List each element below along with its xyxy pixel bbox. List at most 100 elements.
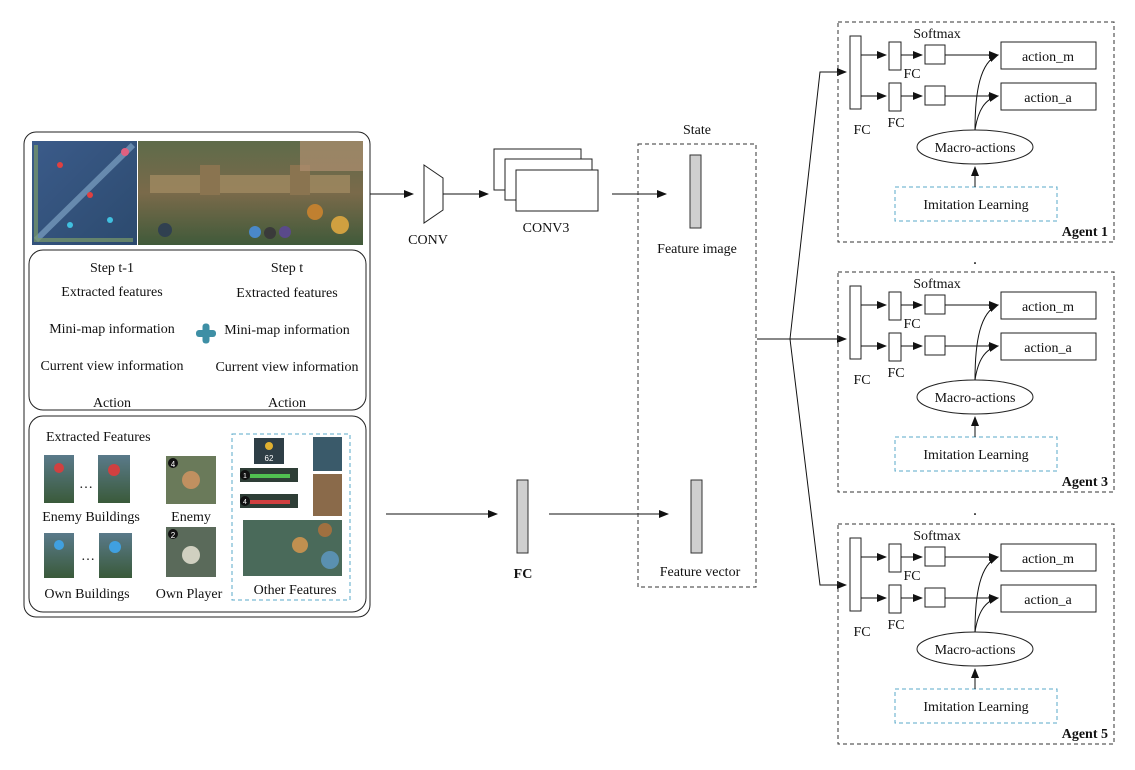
arrow-macro-to-action-a [974, 94, 999, 131]
enemy-buildings-label: Enemy Buildings [42, 510, 140, 525]
fc-label: FC [514, 567, 533, 582]
agent-fc-bottom-label: FC [887, 618, 904, 633]
agent-action-a-box [1000, 82, 1097, 111]
agent-macro-actions-label: Macro-actions [935, 391, 1016, 406]
agent-softmax-top-box [924, 546, 946, 567]
agent-imitation-box [894, 186, 1058, 222]
step-prev-title: Step t-1 [90, 261, 134, 276]
own-building-image-1 [44, 533, 74, 578]
conv-label: CONV [408, 233, 448, 248]
plus-icon [196, 323, 216, 344]
agent-imitation-label: Imitation Learning [923, 700, 1028, 715]
conv-block [423, 164, 444, 224]
other-features-label: Other Features [254, 583, 337, 598]
agent-fc-bar [849, 285, 862, 360]
agent-imitation-box [894, 436, 1058, 472]
other-feature-image-2 [313, 474, 342, 516]
feature-image-label: Feature image [657, 242, 737, 257]
own-player-label: Own Player [156, 587, 223, 602]
agent-fc-bottom-label: FC [887, 366, 904, 381]
agent-imitation-box [894, 688, 1058, 724]
arrow-macro-to-action-a [974, 344, 999, 381]
step-prev-view: Current view information [40, 359, 183, 374]
own-buildings-ellipsis: … [81, 549, 95, 564]
own-buildings-label: Own Buildings [44, 587, 129, 602]
agent-fc-bar [849, 537, 862, 612]
agent-softmax-top-box [924, 294, 946, 315]
conv3-block [493, 148, 599, 212]
own-player-badge: 2 [171, 531, 176, 540]
agent-fc-label: FC [853, 625, 870, 640]
arrow-macro-to-action-m [974, 304, 999, 381]
arrow-macro-to-action-m [974, 556, 999, 633]
agents-layer: FCFCFCSoftmaxaction_maction_aMacro-actio… [837, 21, 1115, 745]
agent-action-a-label: action_a [1024, 593, 1072, 608]
agent-softmax-bottom-box [924, 335, 946, 356]
agent-name-label: Agent 3 [1062, 475, 1108, 490]
fc-bar [516, 479, 529, 554]
other-feature-image-1 [313, 437, 342, 471]
agent-fc-bottom-bar [888, 82, 902, 112]
step-curr-minimap: Mini-map information [224, 323, 350, 338]
enemy-building-image-1 [44, 455, 74, 503]
step-curr-title: Step t [271, 261, 303, 276]
agent-name-label: Agent 5 [1062, 727, 1108, 742]
agent-action-a-box [1000, 332, 1097, 361]
agent-fc-top-bar [888, 291, 902, 321]
agent-fc-label: FC [853, 123, 870, 138]
agent-fc-top-label: FC [903, 317, 920, 332]
own-buildings-group: … Own Buildings [44, 533, 132, 602]
step-prev-minimap: Mini-map information [49, 322, 175, 337]
game-screenshot [32, 141, 363, 245]
agent-fc-label: FC [853, 373, 870, 388]
enemy-buildings-ellipsis: … [79, 477, 93, 492]
own-player-group: 2 Own Player [156, 527, 223, 602]
feature-image-bar [689, 154, 702, 229]
agent-frame [837, 271, 1115, 493]
agent-action-m-box [1000, 41, 1097, 70]
state-label: State [683, 123, 711, 138]
health-bar-own-badge: 1 [243, 473, 247, 480]
agent-softmax-label: Softmax [913, 27, 960, 42]
agent-fc-bottom-label: FC [887, 116, 904, 131]
agent-fc-bottom-bar [888, 332, 902, 362]
agent-action-m-label: action_m [1022, 552, 1074, 567]
agent-macro-actions-label: Macro-actions [935, 643, 1016, 658]
step-curr-extracted: Extracted features [236, 286, 337, 301]
agent-softmax-label: Softmax [913, 277, 960, 292]
own-building-image-2 [99, 533, 132, 578]
left-panel: Step t-1 Extracted features Mini-map inf… [23, 131, 371, 618]
agent-softmax-bottom-box [924, 587, 946, 608]
enemy-badge: 4 [171, 460, 176, 469]
agent-action-m-box [1000, 543, 1097, 572]
enemy-buildings-group: … Enemy Buildings [42, 455, 140, 525]
pipeline: CONV CONV3 FC State Feature image Featur… [370, 68, 847, 589]
state-box [637, 143, 757, 588]
agent-imitation-label: Imitation Learning [923, 448, 1028, 463]
agent-fc-top-label: FC [903, 67, 920, 82]
other-features-group: 62 1 4 Other Features [231, 433, 351, 601]
step-prev-extracted: Extracted features [61, 285, 162, 300]
agent-softmax-bottom-box [924, 85, 946, 106]
agent-softmax-top-box [924, 44, 946, 65]
step-prev-action: Action [93, 396, 131, 411]
extracted-features-title: Extracted Features [46, 430, 151, 445]
agent-separator-dot-1: . [973, 251, 977, 268]
agent-softmax-label: Softmax [913, 529, 960, 544]
gold-value: 62 [265, 454, 274, 463]
agent-action-a-box [1000, 584, 1097, 613]
agent-separator-dot-2: . [973, 502, 977, 519]
fanout-to-agent-1 [789, 68, 847, 340]
steps-box [28, 249, 367, 411]
step-curr-view: Current view information [215, 360, 358, 375]
agent-name-label: Agent 1 [1062, 225, 1108, 240]
agent-fc-bottom-bar [888, 584, 902, 614]
enemy-label: Enemy [171, 510, 211, 525]
agent-block-1: FCFCFCSoftmaxaction_maction_aMacro-actio… [837, 21, 1115, 243]
agent-frame [837, 21, 1115, 243]
arrow-macro-to-action-m [974, 54, 999, 131]
agent-fc-top-bar [888, 41, 902, 71]
agent-action-a-label: action_a [1024, 341, 1072, 356]
agent-fc-top-bar [888, 543, 902, 573]
